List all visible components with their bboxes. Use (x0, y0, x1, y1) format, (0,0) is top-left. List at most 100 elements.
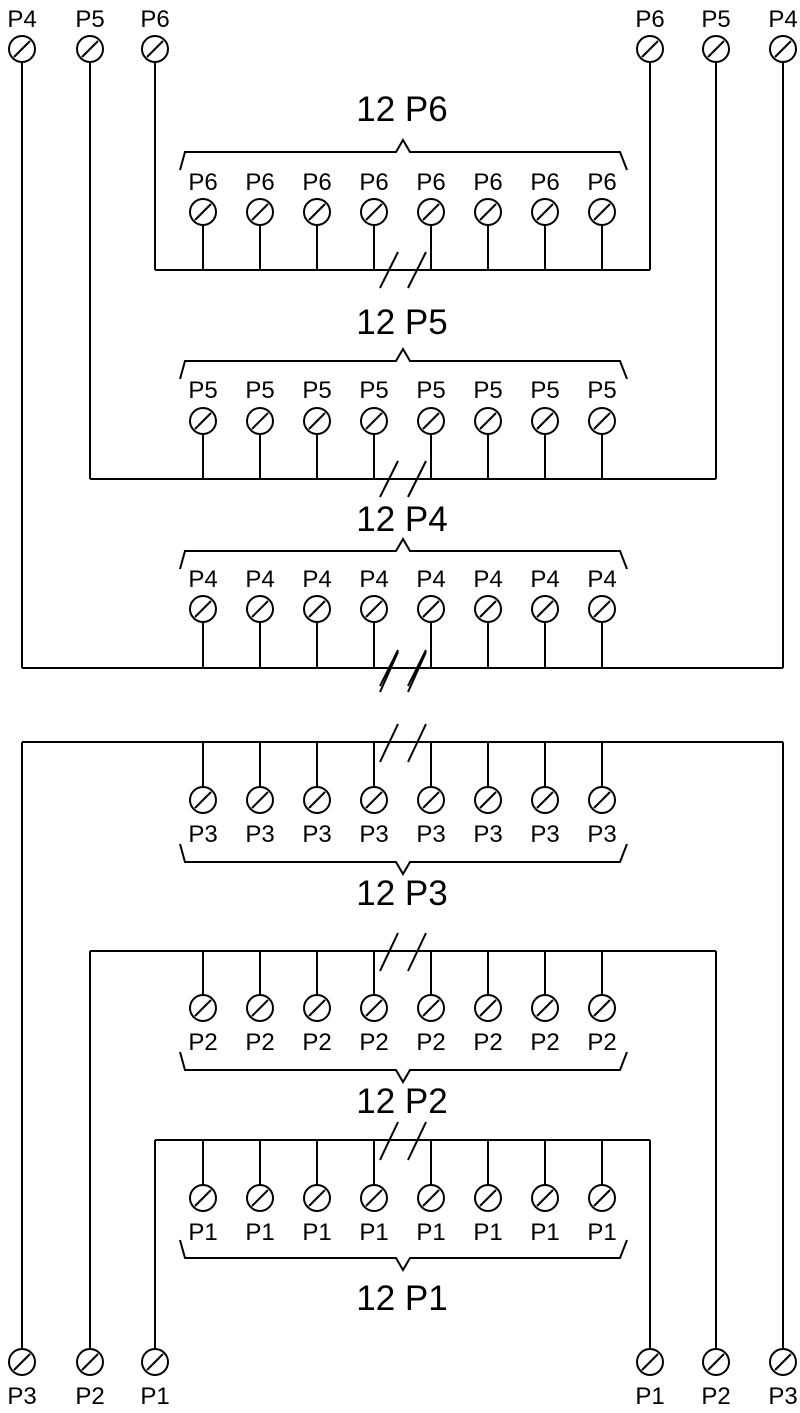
terminal-label: P5 (245, 377, 274, 404)
terminal-label: P1 (188, 1219, 217, 1246)
terminal-icon (531, 595, 559, 623)
terminal-label: P4 (302, 566, 331, 593)
terminal-label: P3 (188, 821, 217, 848)
terminal-label: P3 (530, 821, 559, 848)
top-edge-terminal-icon (8, 35, 36, 63)
terminal-label: P5 (473, 377, 502, 404)
bottom-edge-terminal-icon (702, 1348, 730, 1376)
break-mark (407, 649, 427, 687)
terminal-label: P3 (473, 821, 502, 848)
terminal-label: P6 (302, 169, 331, 196)
bottom-terminal-label: P1 (635, 1383, 664, 1410)
terminal-label: P5 (416, 377, 445, 404)
break-mark (379, 932, 399, 972)
terminal-icon (531, 407, 559, 435)
terminal-icon (360, 407, 388, 435)
terminal-label: P1 (302, 1219, 331, 1246)
group-brace (179, 1051, 628, 1084)
break-mark (379, 1121, 399, 1161)
bottom-terminal-label: P1 (140, 1383, 169, 1410)
group-title: 12 P1 (356, 1279, 447, 1318)
terminal-label: P2 (302, 1029, 331, 1056)
terminal-icon (474, 786, 502, 814)
bottom-terminal-label: P2 (701, 1383, 730, 1410)
break-mark (407, 651, 427, 693)
terminal-icon (303, 1184, 331, 1212)
break-mark (407, 460, 427, 498)
terminal-label: P6 (359, 169, 388, 196)
terminal-label: P6 (245, 169, 274, 196)
terminal-label: P1 (245, 1219, 274, 1246)
terminal-icon (588, 595, 616, 623)
terminal-group-p5: P5 P5 P5 P5 P5 P5 P5 P5 12 P5 (89, 62, 717, 498)
terminal-label: P2 (416, 1029, 445, 1056)
terminal-label: P5 (188, 377, 217, 404)
terminal-icon (531, 786, 559, 814)
terminal-icon (588, 994, 616, 1022)
terminal-label: P4 (587, 566, 616, 593)
terminal-label: P3 (587, 821, 616, 848)
terminal-icon (189, 407, 217, 435)
bottom-edge-terminal-icon (141, 1348, 169, 1376)
terminal-label: P6 (416, 169, 445, 196)
terminal-label: P3 (245, 821, 274, 848)
break-mark (379, 460, 399, 498)
terminal-label: P6 (587, 169, 616, 196)
terminal-label: P5 (587, 377, 616, 404)
terminal-label: P2 (473, 1029, 502, 1056)
terminal-label: P2 (587, 1029, 616, 1056)
terminal-label: P1 (416, 1219, 445, 1246)
terminal-icon (474, 595, 502, 623)
terminal-icon (246, 994, 274, 1022)
terminal-icon (189, 198, 217, 226)
terminal-icon (246, 407, 274, 435)
terminal-icon (246, 198, 274, 226)
terminal-label: P1 (530, 1219, 559, 1246)
terminal-icon (588, 407, 616, 435)
terminal-label: P1 (359, 1219, 388, 1246)
terminal-icon (303, 595, 331, 623)
terminal-label: P5 (530, 377, 559, 404)
terminal-icon (531, 198, 559, 226)
terminal-icon (531, 994, 559, 1022)
terminal-icon (417, 994, 445, 1022)
terminal-label: P5 (302, 377, 331, 404)
terminal-label: P5 (359, 377, 388, 404)
terminal-icon (588, 198, 616, 226)
group-title: 12 P4 (356, 500, 447, 539)
top-edge-terminal-icon (76, 35, 104, 63)
terminal-icon (303, 786, 331, 814)
terminal-label: P2 (188, 1029, 217, 1056)
terminal-label: P4 (473, 566, 502, 593)
top-terminal-label: P6 (635, 6, 664, 33)
break-mark (379, 649, 399, 687)
terminal-icon (303, 198, 331, 226)
bottom-terminal-label: P3 (7, 1383, 36, 1410)
terminal-icon (360, 994, 388, 1022)
bottom-edge-terminal-icon (76, 1348, 104, 1376)
top-edge-terminal-icon (769, 35, 797, 63)
group-title: 12 P5 (356, 303, 447, 342)
terminal-label: P4 (416, 566, 445, 593)
terminal-label: P4 (245, 566, 274, 593)
terminal-icon (474, 1184, 502, 1212)
top-terminal-label: P6 (140, 6, 169, 33)
break-mark (379, 251, 399, 289)
bottom-terminal-label: P3 (768, 1383, 797, 1410)
terminal-label: P3 (302, 821, 331, 848)
top-terminal-label: P5 (75, 6, 104, 33)
terminal-icon (360, 198, 388, 226)
break-mark (407, 1121, 427, 1161)
terminal-icon (474, 994, 502, 1022)
terminal-icon (474, 198, 502, 226)
terminal-icon (246, 1184, 274, 1212)
terminal-icon (588, 786, 616, 814)
group-brace (179, 537, 628, 570)
terminal-icon (474, 407, 502, 435)
terminal-icon (189, 1184, 217, 1212)
group-title: 12 P6 (356, 90, 447, 129)
